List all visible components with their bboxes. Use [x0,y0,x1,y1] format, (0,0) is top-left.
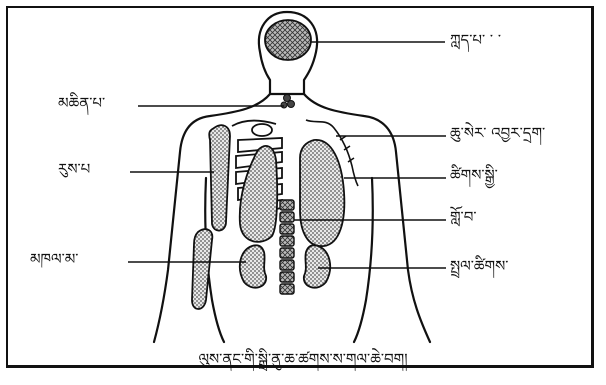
spine [280,200,294,294]
clavicle [232,121,276,137]
label-liver: མཆིན་པ་ [58,96,105,111]
diagram-caption: ལུས་ནང་གི་སྒྲི་ནུ་ཆ་ཚགས་ས་གལ་ཆེ་བག། [0,343,606,385]
label-kidney: མཁལ་མ་ [30,252,78,267]
arm-bone [192,125,230,309]
label-lung: གློ་བ་ [450,210,476,225]
label-brain: ཀླད་པ་ ་ ་ [450,33,501,48]
label-vessel: ཆུ་སེར་ འབྱར་དྲག་ [450,126,545,141]
brain-organ [265,20,311,60]
label-bone: རུས་པ [58,162,90,177]
label-spleen: སྤྲལ་ཚིགས་ [450,259,508,274]
torso-line-right [354,178,373,342]
label-lungs: ཚིགས་སྒྱི་ [450,168,498,183]
